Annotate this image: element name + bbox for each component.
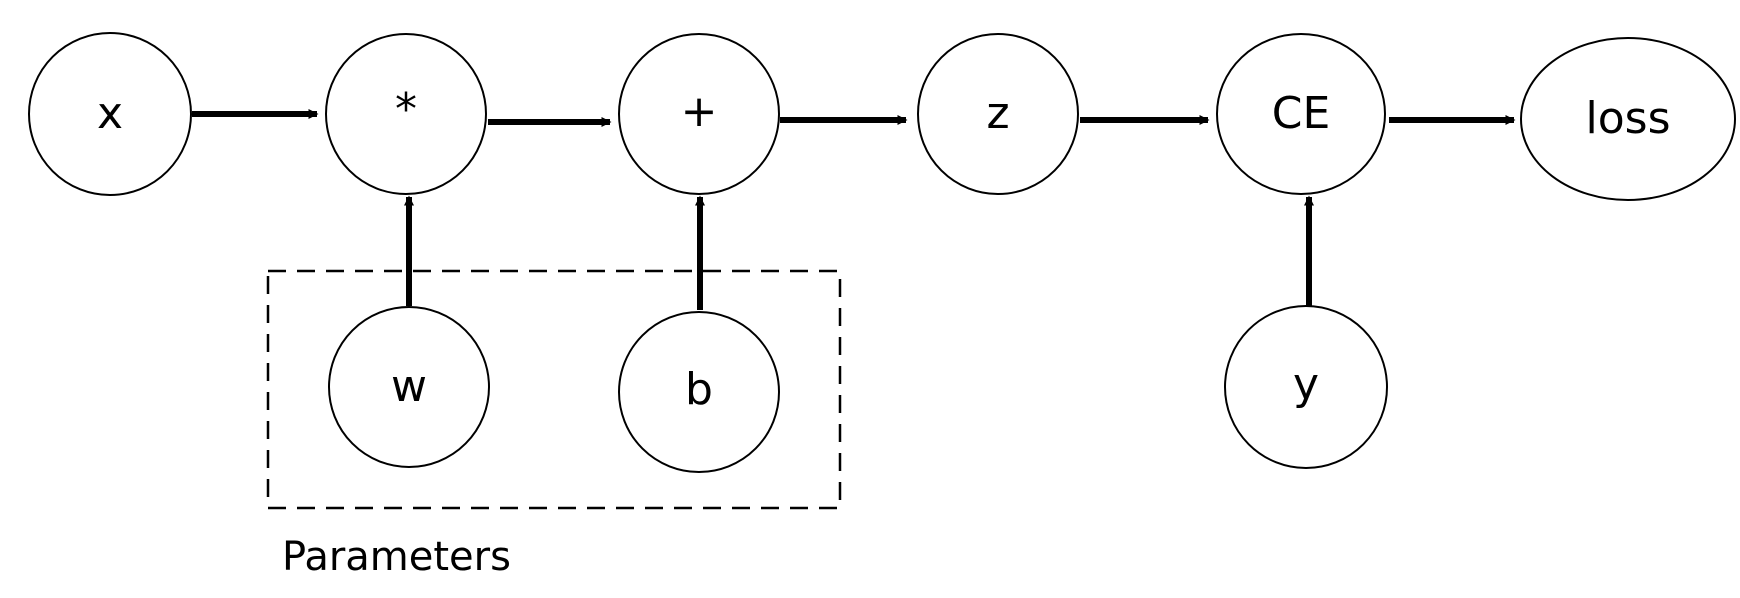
node-add: +	[618, 33, 780, 195]
node-z: z	[917, 33, 1079, 195]
node-w: w	[328, 306, 490, 468]
node-z-label: z	[986, 88, 1009, 139]
node-multiply: *	[325, 33, 487, 195]
node-x-label: x	[97, 88, 123, 139]
node-loss-label: loss	[1586, 93, 1671, 144]
node-ce: CE	[1216, 33, 1386, 195]
node-y-label: y	[1293, 359, 1319, 410]
node-loss: loss	[1520, 37, 1736, 201]
node-ce-label: CE	[1272, 88, 1331, 139]
node-b: b	[618, 311, 780, 473]
node-multiply-label: *	[395, 84, 417, 135]
node-x: x	[28, 32, 192, 196]
node-add-label: +	[681, 86, 718, 137]
parameters-label: Parameters	[282, 534, 511, 580]
node-y: y	[1224, 305, 1388, 469]
node-b-label: b	[685, 364, 713, 415]
node-w-label: w	[391, 361, 427, 412]
